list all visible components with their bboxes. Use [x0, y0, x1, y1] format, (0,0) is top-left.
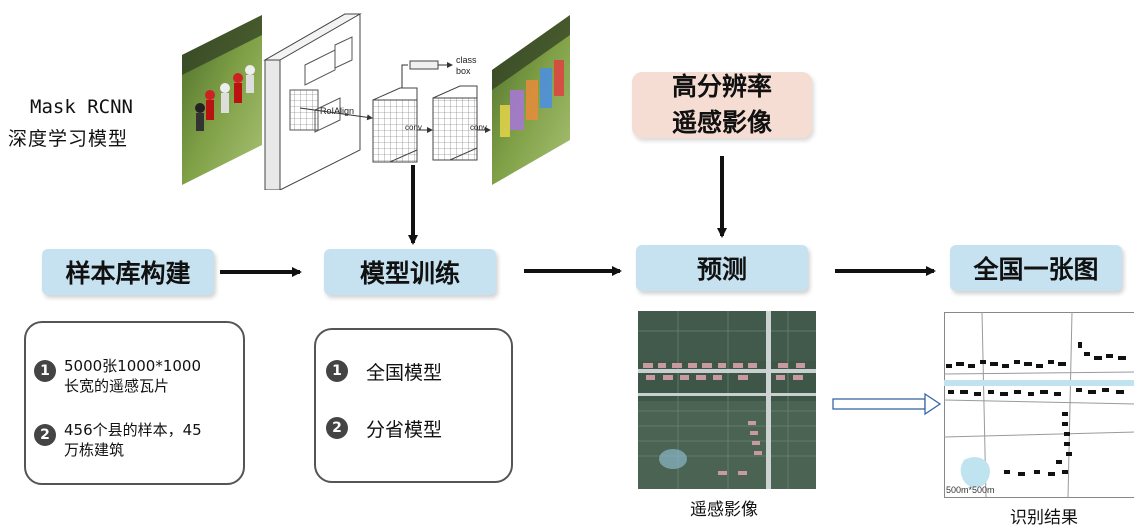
- sample-info-1-line2: 长宽的遥感瓦片: [64, 376, 169, 396]
- satellite-image: [638, 311, 816, 489]
- result-arrow: [833, 394, 940, 414]
- result-caption: 识别结果: [1010, 503, 1078, 528]
- training-option-provincial: 分省模型: [366, 415, 442, 442]
- step-model-training: 模型训练: [324, 249, 496, 295]
- number-badge-2: 2: [326, 417, 348, 439]
- training-info-box: 1 全国模型 2 分省模型: [314, 328, 513, 483]
- number-badge-1: 1: [34, 360, 56, 382]
- step-prediction: 预测: [636, 245, 808, 291]
- step-sample-library: 样本库构建: [42, 249, 214, 295]
- step-national-map: 全国一张图: [950, 245, 1122, 291]
- number-badge-2: 2: [34, 424, 56, 446]
- scale-label: 500m*500m: [946, 485, 995, 495]
- sample-info-box: 1 5000张1000*1000 长宽的遥感瓦片 2 456个县的样本，45 万…: [24, 321, 245, 485]
- number-badge-1: 1: [326, 360, 348, 382]
- sample-info-2-line1: 456个县的样本，45: [64, 420, 202, 440]
- sample-info-1-line1: 5000张1000*1000: [64, 356, 201, 376]
- sample-info-2-line2: 万栋建筑: [64, 440, 124, 460]
- recognition-result-map: [944, 312, 1134, 498]
- satellite-caption: 遥感影像: [690, 495, 758, 520]
- training-option-national: 全国模型: [366, 358, 442, 385]
